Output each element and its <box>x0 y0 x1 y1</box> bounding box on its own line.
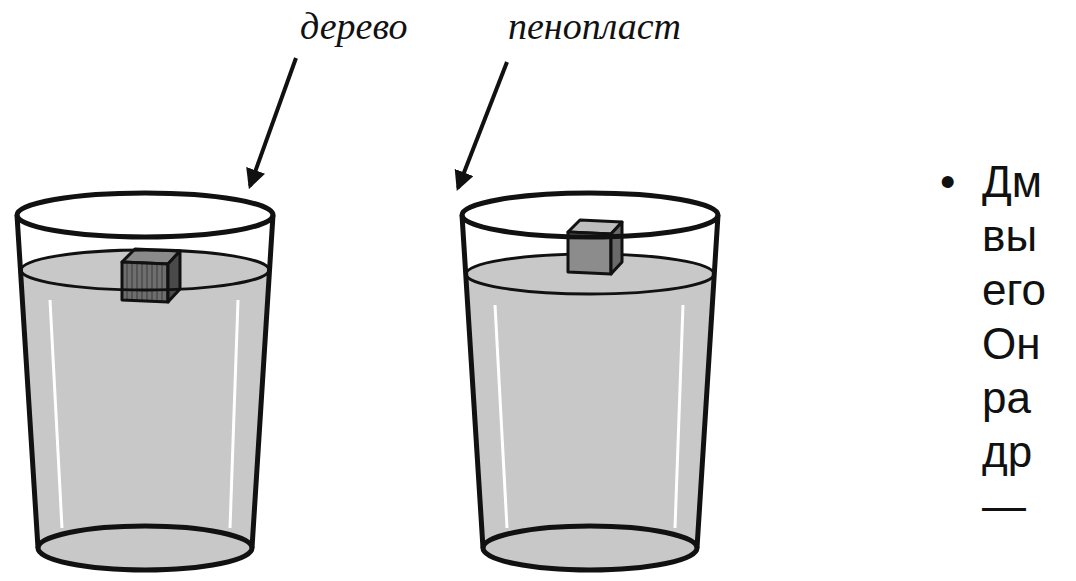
text-fragment: др <box>982 430 1032 474</box>
text-fragment: вы <box>982 214 1037 258</box>
bullet-mark: • <box>940 160 955 204</box>
text-fragment: Дм <box>982 160 1042 204</box>
text-fragment: — <box>982 484 1026 528</box>
material-label: пенопласт <box>508 4 681 48</box>
leader-arrow <box>458 62 507 188</box>
material-label: дерево <box>300 4 407 48</box>
beaker-wood <box>17 193 273 570</box>
text-fragment: Он <box>982 322 1041 366</box>
beaker-foam <box>462 193 718 570</box>
foam-cube <box>568 220 622 274</box>
text-fragment: ра <box>982 376 1031 420</box>
text-fragment: его <box>982 268 1046 312</box>
wood-cube <box>122 249 180 302</box>
leader-arrow <box>250 58 296 186</box>
